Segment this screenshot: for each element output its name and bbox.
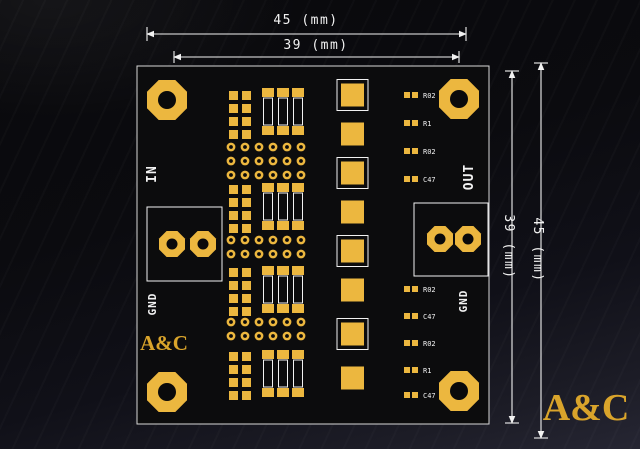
dim-top-outer-label: 45 (mm) <box>273 13 338 28</box>
dim-right-outer-label: 45 (mm) <box>530 217 545 282</box>
dim-right-inner-label: 39 (mm) <box>501 214 516 279</box>
silk-refs-top: R02 R1 R02 C47 <box>404 92 436 184</box>
out-label: OUT <box>462 164 477 190</box>
gnd-left-label: GND <box>146 293 159 316</box>
in-connector <box>146 206 223 282</box>
ref-label: C47 <box>423 313 436 321</box>
dim-top-inner-label: 39 (mm) <box>283 38 348 53</box>
ref-label: C47 <box>423 392 436 400</box>
ref-label: R02 <box>423 286 436 294</box>
brand-watermark: A&C <box>543 387 630 429</box>
board-brand-text: A&C <box>140 331 188 355</box>
in-label: IN <box>145 165 160 183</box>
ref-label: R02 <box>423 340 436 348</box>
ref-label: R1 <box>423 120 431 128</box>
ref-label: R1 <box>423 367 431 375</box>
ref-label: R02 <box>423 148 436 156</box>
ref-label: C47 <box>423 176 436 184</box>
center-pad-column <box>336 79 369 390</box>
dimension-top-39: 39 (mm) <box>173 38 460 63</box>
dimension-top-45: 45 (mm) <box>146 13 467 41</box>
dimension-right-39: 39 (mm) <box>501 70 519 424</box>
ref-label: R02 <box>423 92 436 100</box>
silk-refs-bottom: R02 C47 R02 R1 C47 <box>404 286 436 400</box>
dimension-right-45: 45 (mm) <box>530 62 548 439</box>
out-connector <box>413 202 489 277</box>
gnd-right-label: GND <box>457 290 470 313</box>
